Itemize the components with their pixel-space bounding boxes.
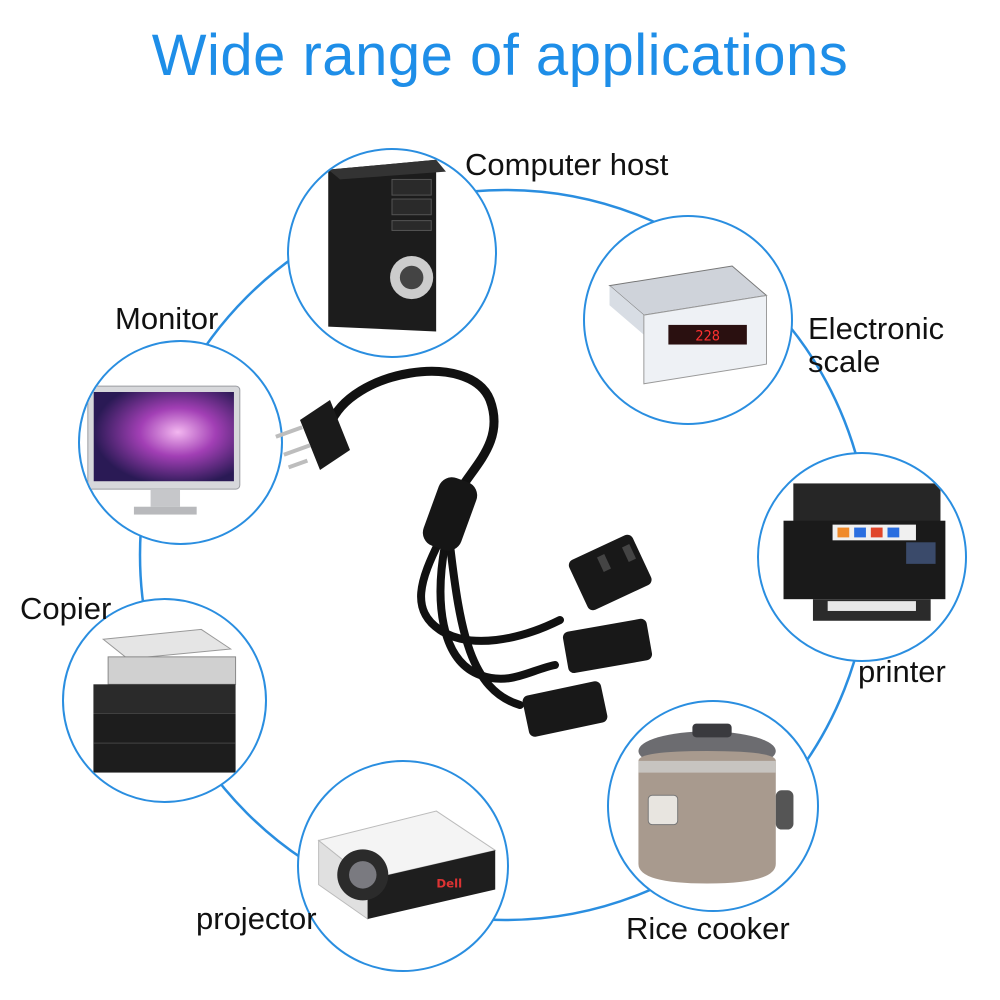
monitor-icon	[87, 385, 241, 515]
computer-tower-icon	[328, 159, 446, 332]
page-title: Wide range of applications	[151, 23, 849, 88]
svg-text:Dell: Dell	[436, 877, 462, 891]
computer-host-bubble	[287, 148, 497, 358]
label-computer-host: Computer host	[465, 147, 669, 182]
label-projector: projector	[196, 901, 317, 936]
printer-icon	[783, 483, 946, 621]
copier-icon	[93, 628, 237, 773]
label-copier: Copier	[20, 591, 112, 626]
rice-cooker-icon	[638, 723, 794, 884]
label-printer: printer	[858, 654, 946, 689]
printer-bubble	[757, 452, 967, 662]
electronic-scale-icon: 228	[608, 265, 768, 385]
projector-icon: Dell	[317, 810, 497, 920]
label-rice-cooker: Rice cooker	[626, 911, 790, 946]
projector-bubble: Dell	[297, 760, 509, 972]
label-monitor: Monitor	[115, 301, 219, 336]
electronic-scale-bubble: 228	[583, 215, 793, 425]
copier-bubble	[62, 598, 267, 803]
svg-text:228: 228	[695, 329, 720, 345]
rice-cooker-bubble	[607, 700, 819, 912]
label-electronic-scale: Electronic scale	[808, 311, 945, 379]
monitor-bubble	[78, 340, 283, 545]
